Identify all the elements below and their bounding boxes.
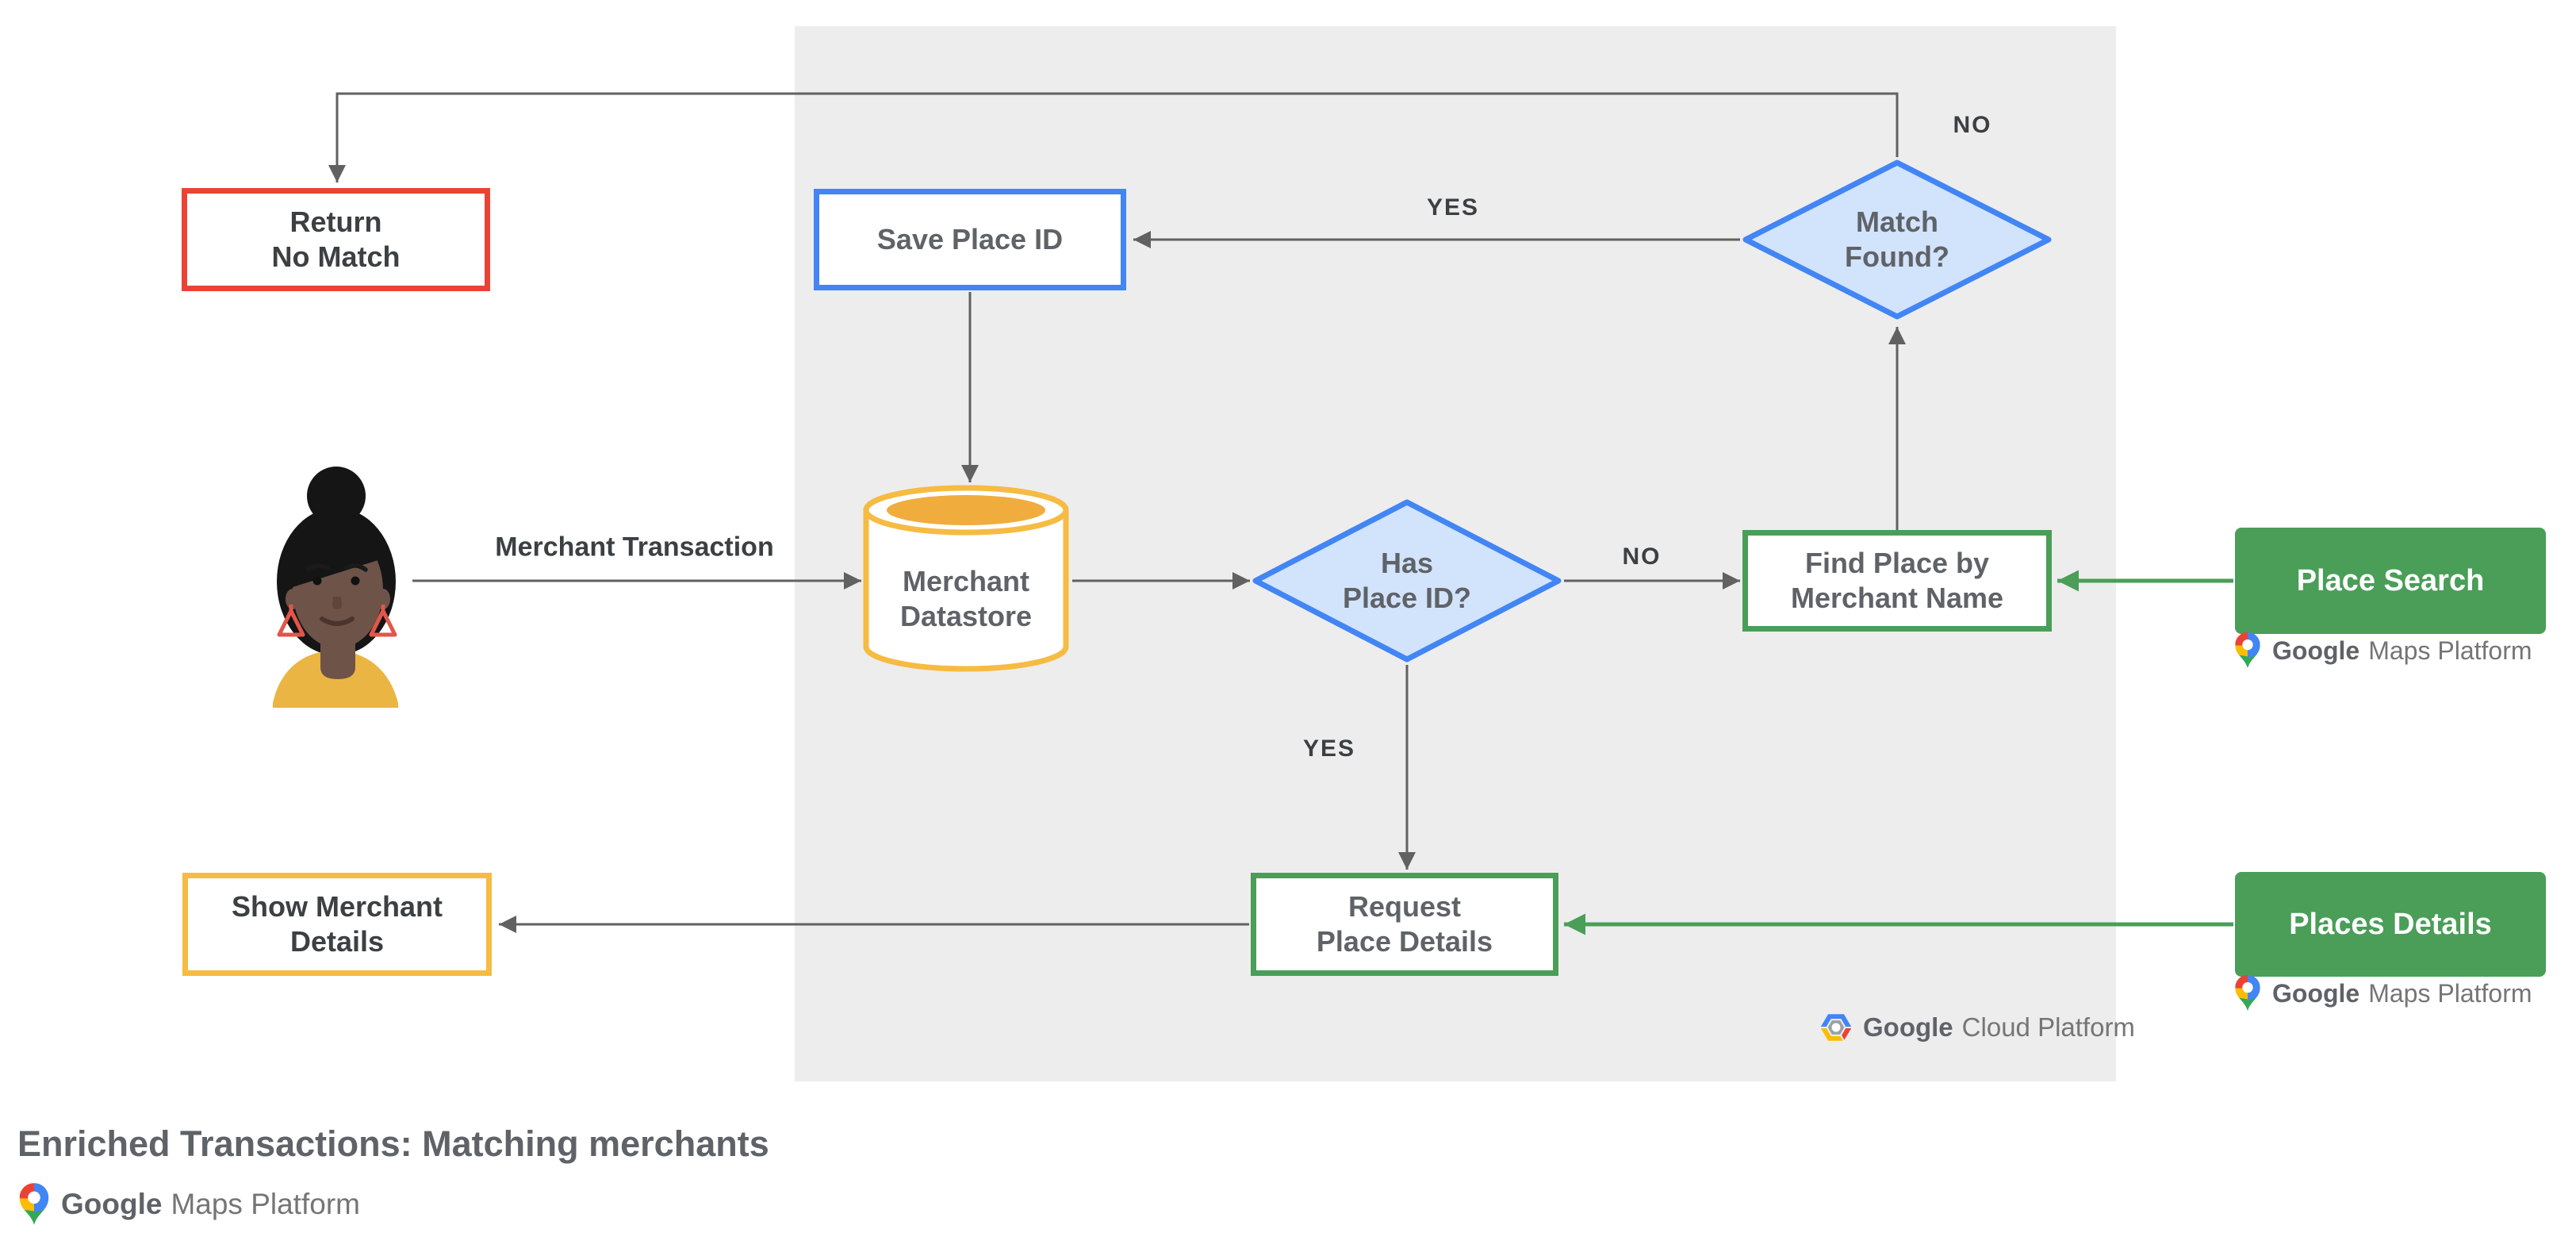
gmp-lockup-footer: Google Maps Platform	[17, 1182, 360, 1227]
decision-has-place-id: Has Place ID?	[1252, 498, 1562, 663]
node-request-place-details: Request Place Details	[1251, 873, 1558, 976]
gmp-lockup-places-details: Google Maps Platform	[2233, 974, 2532, 1012]
node-merchant-datastore: Merchant Datastore	[861, 481, 1071, 676]
decision-label: Match Found?	[1845, 205, 1949, 273]
merchant-transaction-label: Merchant Transaction	[495, 532, 774, 563]
node-return-no-match: Return No Match	[182, 188, 490, 291]
node-places-details-api: Places Details	[2235, 872, 2546, 977]
edge-label-no-mid: NO	[1622, 543, 1662, 570]
lockup-brand: Google	[1863, 1012, 1953, 1042]
google-maps-pin-icon	[2233, 632, 2262, 670]
node-show-merchant-details: Show Merchant Details	[182, 873, 492, 976]
lockup-product: Maps Platform	[2368, 636, 2532, 665]
lockup-product: Cloud Platform	[1961, 1012, 2135, 1042]
lockup-brand: Google	[2272, 978, 2360, 1008]
lockup-brand: Google	[61, 1188, 163, 1220]
decision-match-found: Match Found?	[1742, 159, 2053, 321]
diamond-shape	[1742, 159, 2052, 320]
google-maps-pin-icon	[17, 1182, 51, 1227]
lockup-brand: Google	[2272, 636, 2360, 665]
gmp-lockup-place-search: Google Maps Platform	[2233, 632, 2532, 670]
datastore-label: Merchant Datastore	[899, 565, 1033, 632]
google-cloud-hexagon-icon	[1819, 1013, 1853, 1042]
diagram-title: Enriched Transactions: Matching merchant…	[17, 1123, 769, 1164]
lockup-product: Maps Platform	[2368, 978, 2532, 1008]
lockup-product: Maps Platform	[171, 1188, 360, 1220]
google-maps-pin-icon	[2233, 974, 2262, 1012]
decision-label: Has Place ID?	[1342, 547, 1472, 614]
gcp-lockup: Google Cloud Platform	[1819, 1012, 2135, 1043]
edge-label-yes-mid: YES	[1426, 194, 1480, 221]
user-avatar	[273, 467, 398, 708]
edge-label-yes-low: YES	[1302, 735, 1356, 762]
edge-label-no-top: NO	[1953, 112, 1992, 138]
datastore-cylinder-icon	[863, 485, 1069, 672]
node-save-place-id: Save Place ID	[814, 189, 1126, 290]
diamond-shape	[1252, 499, 1562, 662]
node-place-search-api: Place Search	[2235, 528, 2546, 634]
node-find-place-by-merchant-name: Find Place by Merchant Name	[1742, 530, 2052, 632]
